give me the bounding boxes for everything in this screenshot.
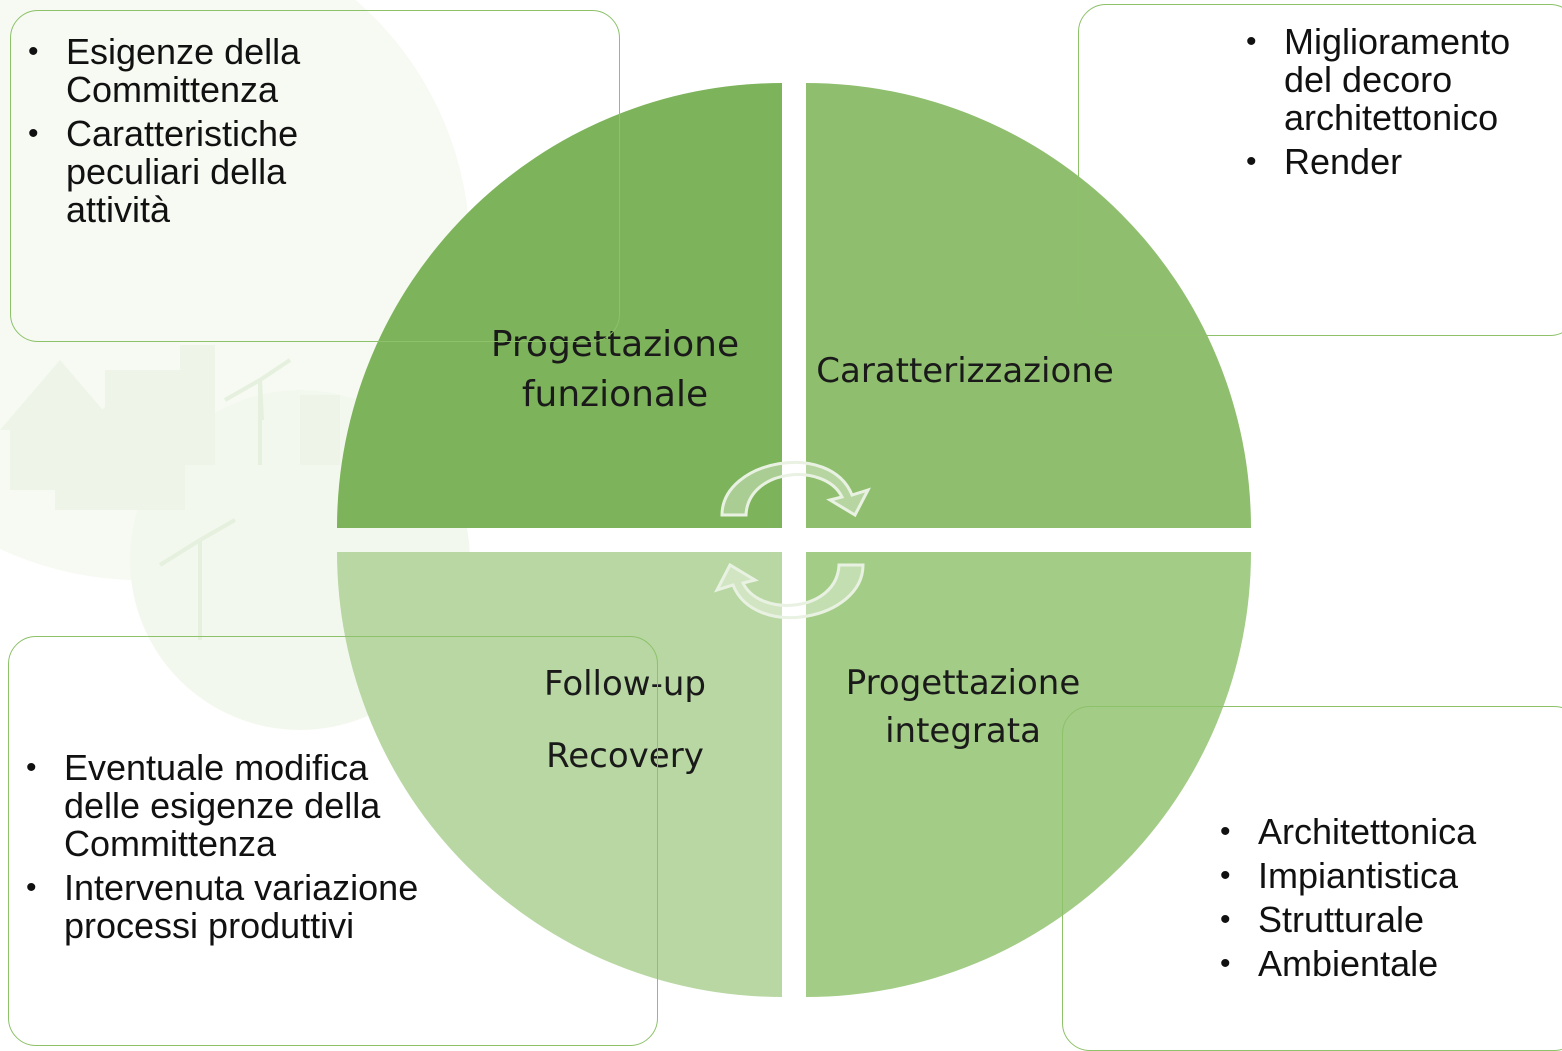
callout-bottom-left: Eventuale modifica delle esigenze della …	[8, 636, 658, 1046]
quadrant-bottom-left	[337, 552, 782, 997]
quadrant-label-line: funzionale	[521, 374, 709, 416]
callout-item: Intervenuta variazione processi produtti…	[9, 869, 449, 945]
callout-item: Caratteristiche peculiari della attività	[11, 115, 371, 229]
quadrant-label-progettazione-integrata: Progettazione integrata	[808, 660, 1118, 755]
callout-item: Strutturale	[1203, 901, 1543, 940]
cycle-arrow-icon	[720, 460, 871, 518]
quadrant-label-line: integrata	[885, 710, 1041, 751]
callout-item: Ambientale	[1203, 945, 1543, 984]
quadrant-label-follow-up-recovery: Follow-up Recovery	[470, 648, 780, 792]
callout-item: Esigenze della Committenza	[11, 33, 371, 109]
callout-item: Render	[1229, 143, 1559, 182]
quadrant-top-right	[806, 83, 1251, 528]
quadrant-label-line: Progettazione	[490, 324, 740, 365]
callout-item: Architettonica	[1203, 813, 1543, 852]
callout-item: Miglioramento del decoro architettonico	[1229, 23, 1559, 137]
callout-item: Eventuale modifica delle esigenze della …	[9, 749, 449, 863]
quadrant-label-line: Follow-up	[543, 664, 707, 704]
callout-bottom-right: Architettonica Impiantistica Strutturale…	[1062, 706, 1562, 1051]
callout-top-left: Esigenze della Committenza Caratteristic…	[10, 10, 620, 342]
quadrant-label-line: Progettazione	[845, 663, 1081, 703]
callout-top-right: Miglioramento del decoro architettonico …	[1078, 4, 1562, 336]
quadrant-label-line: Recovery	[546, 736, 704, 776]
quadrant-label-line: Caratterizzazione	[816, 351, 1114, 391]
cycle-arrow-icon	[714, 562, 865, 620]
quadrant-label-progettazione-funzionale: Progettazione funzionale	[460, 320, 770, 421]
quadrant-label-caratterizzazione: Caratterizzazione	[810, 348, 1120, 396]
quadrant-top-left	[337, 83, 782, 528]
quadrant-bottom-right	[806, 552, 1251, 997]
callout-item: Impiantistica	[1203, 857, 1543, 896]
